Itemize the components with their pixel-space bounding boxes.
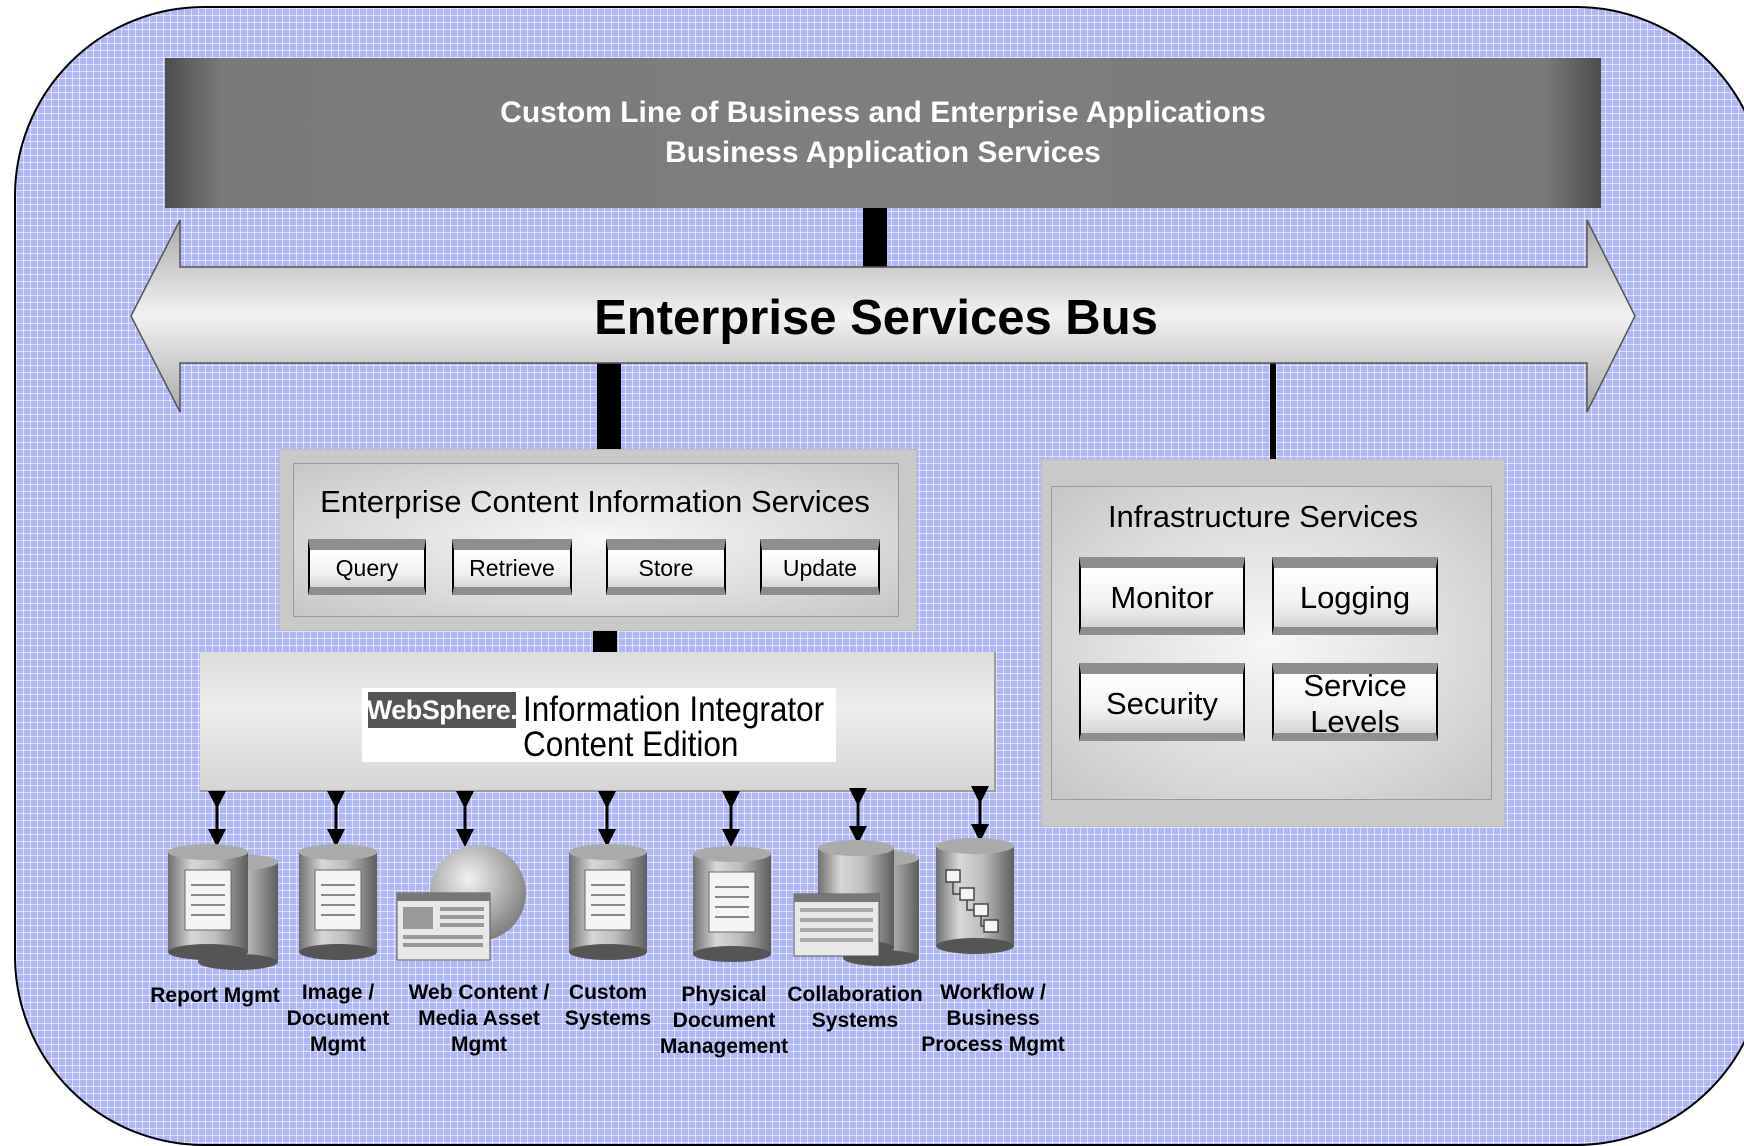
workflow-database-icon [936,838,1014,954]
infrastructure-panel-inner [1051,486,1492,800]
enterprise-services-bus-arrow [130,219,1636,413]
collaboration-systems-label: Collaboration Systems [787,983,923,1032]
integrator-connector [593,628,617,653]
integrator-title: Information Integrator [523,690,825,729]
web-content-label: Web Content / Media Asset Mgmt [408,981,550,1056]
source-connections [168,786,1014,970]
logging-label: Logging [1299,579,1411,615]
web-globe-icon [396,845,526,961]
service-levels-label: Service Levels [1303,667,1407,739]
infrastructure-title: Infrastructure Services [1107,499,1419,534]
query-button[interactable]: Query [308,539,426,595]
store-button[interactable]: Store [606,539,726,595]
infra-connector [1270,362,1276,460]
report-database-icon [168,844,278,970]
query-label: Query [335,555,399,581]
report-mgmt-label: Report Mgmt [150,984,280,1007]
security-label: Security [1106,685,1218,721]
custom-database-icon [569,844,647,960]
store-label: Store [638,555,694,581]
physical-document-label: Physical Document Management [659,983,789,1058]
update-button[interactable]: Update [760,539,880,595]
physical-document-database-icon [693,846,771,962]
monitor-button[interactable]: Monitor [1079,557,1245,635]
update-label: Update [782,555,858,581]
workflow-label: Workflow / Business Process Mgmt [921,981,1065,1056]
service-levels-button[interactable]: Service Levels [1272,663,1438,741]
custom-systems-label: Custom Systems [564,981,652,1030]
bus-label: Enterprise Services Bus [594,291,1158,345]
ecis-connector [597,362,621,452]
document-database-icon [299,844,377,960]
retrieve-label: Retrieve [469,555,555,581]
retrieve-button[interactable]: Retrieve [452,539,572,595]
websphere-logo: WebSphere. [367,692,518,728]
collaboration-database-icon [793,840,919,966]
integrator-subtitle: Content Edition [523,725,739,764]
business-applications-title: Custom Line of Business and Enterprise A… [500,96,1266,129]
business-application-services-label: Business Application Services [665,136,1101,169]
ecis-title: Enterprise Content Information Services [320,484,870,519]
top-connector [863,208,887,268]
image-document-mgmt-label: Image / Document Mgmt [286,981,390,1056]
business-applications-bar: Custom Line of Business and Enterprise A… [165,58,1601,208]
logging-button[interactable]: Logging [1272,557,1438,635]
monitor-label: Monitor [1110,579,1214,615]
security-button[interactable]: Security [1079,663,1245,741]
